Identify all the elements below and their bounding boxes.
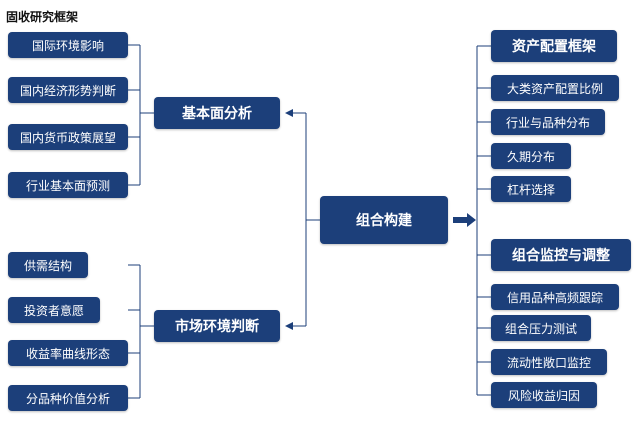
left-item-5: 供需结构 [8,252,88,278]
fundamental-analysis-node: 基本面分析 [154,97,280,129]
left-item-7: 收益率曲线形态 [8,340,128,366]
left-item-2: 国内经济形势判断 [8,77,128,103]
portfolio-monitoring-node: 组合监控与调整 [491,239,631,271]
right-item-4: 杠杆选择 [491,176,571,202]
right-item-3: 久期分布 [491,143,571,169]
right-item-7: 流动性敞口监控 [491,349,607,375]
right-item-6: 组合压力测试 [491,315,591,341]
center-to-right-arrow [453,213,476,227]
market-environment-node: 市场环境判断 [154,310,280,342]
left-item-6: 投资者意愿 [8,297,100,323]
portfolio-construction-node: 组合构建 [320,196,448,244]
left-item-3: 国内货币政策展望 [8,124,128,150]
left-item-1: 国际环境影响 [8,32,128,58]
right-item-5: 信用品种高频跟踪 [491,284,619,310]
left-item-8: 分品种价值分析 [8,385,128,411]
asset-allocation-node: 资产配置框架 [491,30,617,62]
framework-title: 固收研究框架 [6,10,79,24]
left-item-4: 行业基本面预测 [8,172,128,198]
right-item-8: 风险收益归因 [491,382,597,408]
right-item-1: 大类资产配置比例 [491,75,619,101]
right-item-2: 行业与品种分布 [491,109,605,135]
